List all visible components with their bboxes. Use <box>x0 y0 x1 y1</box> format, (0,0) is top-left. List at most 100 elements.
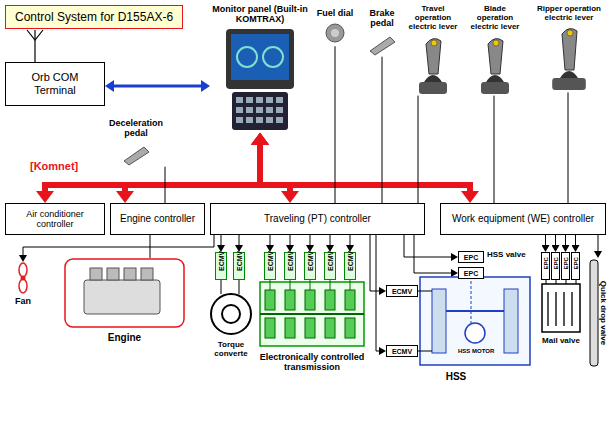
node-text: Brake pedal <box>360 8 404 29</box>
picture-area <box>62 258 187 330</box>
signal-wire <box>290 235 291 245</box>
node-text: ECMV <box>236 261 243 271</box>
torque-converter-drawing <box>206 252 256 338</box>
signal-wire <box>310 235 311 245</box>
data-link <box>114 85 201 88</box>
engine-drawing <box>62 258 187 330</box>
node-text: Blade operation electric lever <box>466 4 524 32</box>
controller-box: Engine controller <box>110 203 205 235</box>
komnet-bus <box>125 145 260 191</box>
node-text: ECMV <box>387 348 417 355</box>
part-label: HSS valve <box>487 251 526 260</box>
node-text: EPC <box>459 270 483 277</box>
fan-drawing <box>6 262 40 294</box>
komnet-bus <box>260 145 470 191</box>
ecmv-valve: ECMV <box>324 252 336 280</box>
hss-unit: HSSEPCEPCECMVECMV <box>380 245 532 383</box>
node-text: ECMV <box>287 261 294 271</box>
electric-lever-drawing <box>405 34 461 96</box>
picture-area <box>405 34 461 96</box>
fuel-dial-drawing <box>313 20 357 46</box>
node-text: ECMV <box>218 261 225 271</box>
node-text: Torque converte <box>206 340 256 358</box>
node-text: Travel operation electric lever <box>405 4 461 32</box>
controller-box: Work equipment (WE) controller <box>440 203 606 235</box>
deceleration-pedal: Deceleration pedal <box>100 118 172 167</box>
deceleration-pedal-drawing <box>100 141 172 167</box>
node-text: Deceleration pedal <box>100 118 172 139</box>
picture-area <box>360 31 404 57</box>
signal-wire <box>575 235 576 245</box>
main-valve: Mail valve EPC EPC EPC EPC <box>540 252 582 345</box>
diagram-title: Control System for D155AX-6 <box>5 5 183 29</box>
signal-wire <box>239 235 240 245</box>
signal-wire <box>23 235 214 255</box>
picture-area <box>313 20 357 46</box>
node-text: Orb COM Terminal <box>18 71 92 96</box>
ecmv-valve: ECMV <box>284 252 296 280</box>
node-text: EPC <box>573 263 579 270</box>
brake-pedal-drawing <box>360 31 404 57</box>
node-text: EPC <box>553 263 559 270</box>
brake-pedal: Brake pedal <box>360 8 404 57</box>
signal-wire <box>382 57 383 203</box>
node-text: Air conditioner controller <box>9 209 101 230</box>
epc-valve: EPC <box>458 267 484 279</box>
node-text: ECMV <box>347 261 354 271</box>
ecmv-valve: ECMV <box>344 252 356 280</box>
node-text: Traveling (PT) controller <box>264 213 371 225</box>
signal-wire <box>414 235 451 273</box>
signal-wire <box>221 235 222 245</box>
node-text: ECMV <box>267 261 274 271</box>
picture-area <box>100 141 172 167</box>
antenna-symbol <box>27 30 43 62</box>
signal-wire <box>545 235 546 245</box>
epc-valve: EPC <box>571 252 580 280</box>
terminal-box: Orb COM Terminal <box>5 62 105 106</box>
quick-drop-valve: Quick drop valve <box>588 258 608 368</box>
bus-label: [Komnet] <box>30 160 78 172</box>
signal-wire <box>370 235 379 291</box>
ecmv-valve: ECMV <box>386 345 418 357</box>
ecmv-valve: ECMV <box>215 252 227 280</box>
epc-valve: EPC <box>541 252 550 280</box>
electric-lever: Blade operation electric lever <box>466 4 524 96</box>
ecmv-valve: ECMV <box>233 252 245 280</box>
engine: Engine <box>62 258 187 344</box>
picture-area <box>6 262 40 294</box>
signal-wire <box>270 235 271 245</box>
node-text: Engine <box>62 332 187 344</box>
node-text: ECMV <box>387 288 417 295</box>
node-text: Fan <box>6 296 40 306</box>
signal-wire <box>418 96 419 203</box>
electric-lever: Ripper operation electric lever <box>532 4 606 92</box>
node-text: Monitor panel (Built-in KOMTRAX) <box>210 4 310 25</box>
node-text: Fuel dial <box>313 8 357 18</box>
signal-wire <box>598 235 599 251</box>
node-text: EPC <box>543 263 549 270</box>
node-text: Ripper operation electric lever <box>532 4 606 22</box>
node-text: Work equipment (WE) controller <box>452 213 594 225</box>
node-text: EPC <box>563 263 569 270</box>
epc-valve: EPC <box>458 251 484 263</box>
monitor-panel: Monitor panel (Built-in KOMTRAX) <box>210 4 310 133</box>
picture-area <box>210 27 310 133</box>
node-text: EPC <box>459 254 483 261</box>
epc-valve: EPC <box>561 252 570 280</box>
epc-valve: EPC <box>551 252 560 280</box>
node-text: ECMV <box>327 261 334 271</box>
signal-wire <box>568 92 569 203</box>
signal-wire <box>335 46 336 203</box>
torque-converter: Torque converte ECMV ECMV <box>206 252 256 358</box>
signal-wire <box>165 167 166 203</box>
node-text: Quick drop valve <box>599 281 607 345</box>
signal-wire <box>350 235 351 245</box>
node-text: Mail valve <box>540 336 582 345</box>
fuel-dial: Fuel dial <box>313 8 357 46</box>
node-text: Electronically controlled transmission <box>258 352 366 373</box>
controller-box: Air conditioner controller <box>5 203 105 235</box>
signal-wire <box>404 235 451 257</box>
signal-wire <box>330 235 331 245</box>
signal-wire <box>565 235 566 245</box>
